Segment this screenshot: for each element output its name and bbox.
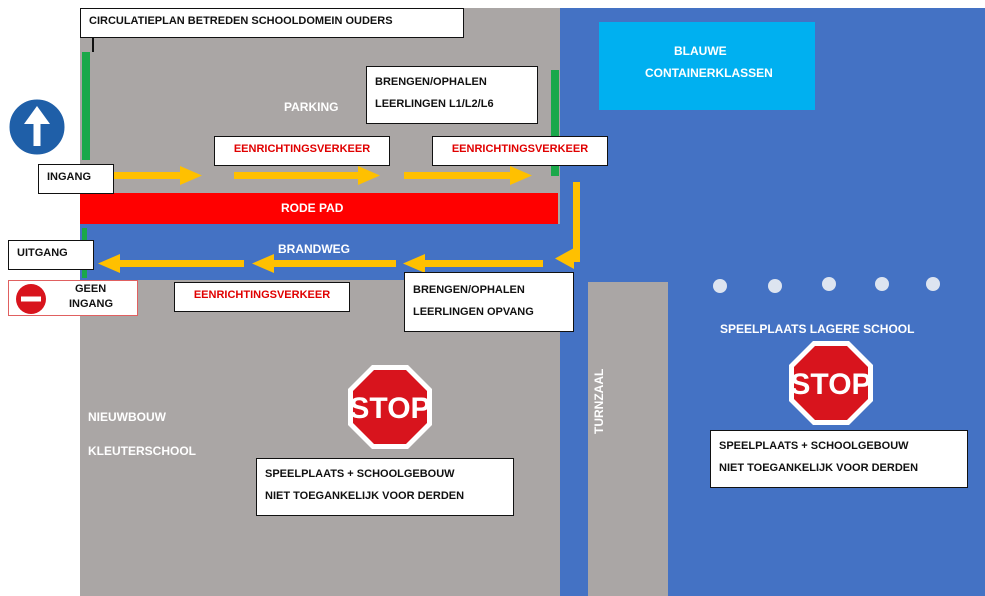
brengen-leerlingen-line1: BRENGEN/OPHALEN	[375, 76, 487, 88]
page-title: CIRCULATIEPLAN BETREDEN SCHOOLDOMEIN OUD…	[80, 8, 464, 38]
brengen-leerlingen-line2: LEERLINGEN L1/L2/L6	[375, 98, 494, 110]
arrow-up-icon	[6, 96, 68, 158]
parking-label: PARKING	[284, 100, 339, 114]
rode-pad-label: RODE PAD	[281, 201, 344, 215]
container-label-2: CONTAINERKLASSEN	[645, 66, 773, 80]
kleuterschool-label: KLEUTERSCHOOL	[88, 444, 196, 458]
ingang-sub-label: INGANG	[69, 298, 113, 310]
gate-line-left-top	[82, 52, 90, 160]
brandweg-label: BRANDWEG	[278, 242, 350, 256]
uitgang-label: UITGANG	[8, 240, 94, 270]
geen-label: GEEN	[75, 283, 107, 295]
stop-text: STOP	[790, 368, 871, 401]
eenrichting-box-2: EENRICHTINGSVERKEER	[432, 136, 608, 166]
rode-pad-strip	[80, 193, 558, 224]
container-label-1: BLAUWE	[674, 44, 727, 58]
blauwe-containerklassen	[599, 22, 815, 110]
niet-toegankelijk-box-left: SPEELPLAATS + SCHOOLGEBOUW NIET TOEGANKE…	[256, 458, 514, 516]
eenrichting-box-1: EENRICHTINGSVERKEER	[214, 136, 390, 166]
brengen-opvang-line1: BRENGEN/OPHALEN	[413, 284, 525, 296]
speelplaats-lagere-label: SPEELPLAATS LAGERE SCHOOL	[720, 322, 915, 336]
turnzaal-building	[588, 282, 668, 596]
brengen-opvang-line2: LEERLINGEN OPVANG	[413, 306, 534, 318]
brandweg-strip	[80, 224, 560, 280]
brengen-opvang-box: BRENGEN/OPHALEN LEERLINGEN OPVANG	[404, 272, 574, 332]
no-entry-icon	[16, 284, 46, 314]
eenrichting-box-3: EENRICHTINGSVERKEER	[174, 282, 350, 312]
stop-sign-icon: STOP	[348, 365, 432, 449]
turnzaal-label: TURNZAAL	[592, 368, 606, 434]
gate-line-right	[551, 70, 559, 176]
ingang-label: INGANG	[38, 164, 114, 194]
geen-ingang-sign: GEEN INGANG	[8, 280, 138, 316]
niet-toegankelijk-line2: NIET TOEGANKELIJK VOOR DERDEN	[265, 490, 465, 502]
nieuwbouw-label: NIEUWBOUW	[88, 410, 166, 424]
niet-toegankelijk-box-right: SPEELPLAATS + SCHOOLGEBOUW NIET TOEGANKE…	[710, 430, 968, 488]
niet-toegankelijk-line1: SPEELPLAATS + SCHOOLGEBOUW	[265, 468, 455, 480]
niet-toegankelijk-line2: NIET TOEGANKELIJK VOOR DERDEN	[719, 462, 919, 474]
title-connector	[92, 38, 94, 52]
stop-sign-icon: STOP	[789, 341, 873, 425]
brengen-leerlingen-box: BRENGEN/OPHALEN LEERLINGEN L1/L2/L6	[366, 66, 538, 124]
niet-toegankelijk-line1: SPEELPLAATS + SCHOOLGEBOUW	[719, 440, 909, 452]
stop-text: STOP	[349, 392, 430, 425]
